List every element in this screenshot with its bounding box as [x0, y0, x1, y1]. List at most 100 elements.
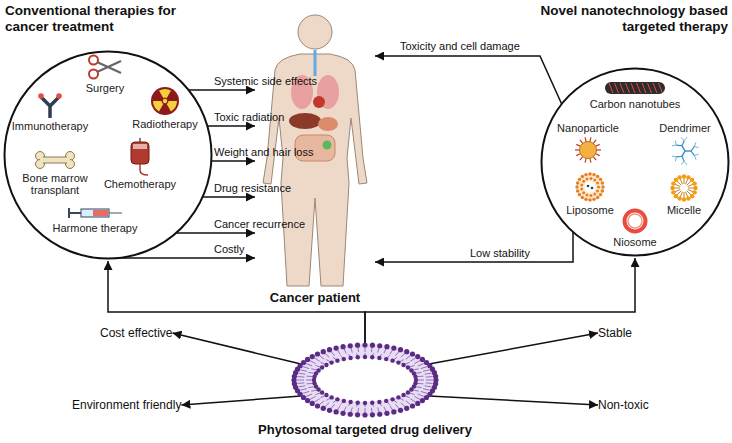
phytosome-head	[316, 368, 320, 372]
phytosome-tail	[310, 396, 316, 399]
phytosome-tail	[396, 351, 400, 355]
scissors-handle	[89, 70, 98, 79]
nanotube-lattice	[631, 83, 635, 93]
phytosome-head	[348, 356, 352, 360]
nanotube-lattice	[620, 83, 624, 93]
scissors-blade	[97, 62, 121, 73]
phytosome-head	[377, 356, 381, 360]
phytosome-head	[377, 400, 381, 404]
phytosome-head	[396, 360, 400, 364]
phytosome-tail	[416, 386, 422, 388]
phytosome-tail	[351, 348, 352, 353]
patient-head	[298, 15, 332, 49]
liposome-head	[584, 173, 587, 176]
liposome-head	[585, 193, 588, 196]
dendrimer-branch	[672, 145, 676, 147]
phytosome-head	[342, 399, 346, 403]
property-label: Cost effective	[100, 326, 172, 340]
connector-arrow	[176, 232, 255, 234]
phytosome-tail	[426, 382, 433, 384]
dendrimer-branch	[676, 156, 682, 158]
therapy-item: Chemotherapy	[104, 138, 176, 192]
liposome-body	[576, 173, 604, 201]
phytosome-tail	[426, 380, 433, 381]
phytosome-head	[320, 365, 324, 369]
patient-heart	[313, 96, 325, 108]
dendrimer-branch	[682, 151, 685, 156]
micelle-head	[682, 174, 686, 178]
dendrimer-branch	[682, 156, 684, 161]
phytosome-head	[377, 412, 382, 417]
phytosome-tail	[314, 358, 319, 361]
liposome-head	[575, 185, 578, 188]
phytosome-tail	[396, 404, 400, 408]
micelle-tail	[677, 191, 681, 195]
micelle-head	[686, 196, 690, 200]
phytosome-head	[391, 345, 396, 350]
phytosome-tail	[401, 403, 405, 407]
therapy-item: Niosome	[613, 208, 656, 250]
micelle-tail	[674, 188, 680, 189]
connector-arrow	[429, 333, 598, 364]
iv-tube	[140, 164, 148, 175]
ivbag-icon	[127, 138, 153, 176]
dendrimer-branch	[684, 137, 687, 140]
syringe-needle	[109, 213, 122, 214]
phytosome-head	[415, 401, 420, 406]
item-label: Liposome	[566, 204, 614, 216]
phytosome-tail	[303, 391, 309, 393]
micelle-head	[690, 178, 694, 182]
patient-label: Cancer patient	[245, 290, 385, 305]
phytosome-head	[384, 344, 389, 349]
micelle-head	[682, 197, 686, 201]
micelle-tail	[683, 178, 684, 184]
micelle-tail	[686, 192, 688, 198]
phytosome-head	[370, 401, 374, 405]
phytosome-head	[398, 408, 403, 413]
phytosome-head	[384, 357, 388, 361]
phytosome-head	[410, 403, 415, 408]
phytosome-tail	[401, 353, 405, 357]
micelle-tail	[677, 181, 681, 185]
phytosome-head	[433, 374, 438, 379]
niosome-shell	[625, 211, 646, 232]
phytosome-tail	[413, 390, 418, 391]
connector-arrow	[207, 125, 255, 127]
micelle-head	[693, 186, 697, 190]
phytosome-head	[356, 355, 360, 359]
micelle-tail	[688, 188, 694, 189]
phytosome-tail	[410, 393, 415, 395]
phytosome-tail	[306, 364, 312, 367]
phytosome-tail	[319, 401, 324, 405]
niosome-icon	[622, 208, 648, 234]
phytosome-tail	[406, 355, 411, 359]
liposome-head	[593, 192, 596, 195]
therapy-item: Harmone therapy	[53, 206, 138, 236]
liposome-core	[584, 182, 595, 193]
phytosome-tail	[414, 396, 420, 399]
phytosome-head	[355, 412, 360, 417]
micelle-head	[674, 194, 678, 198]
phytosome-tail	[331, 351, 335, 355]
nanotube-icon	[605, 80, 665, 96]
antibody-icon	[36, 92, 64, 118]
phytosome-illustration	[285, 340, 445, 420]
bone-shaft	[40, 157, 70, 163]
connector-arrow	[429, 396, 598, 405]
item-label: Chemotherapy	[104, 178, 176, 190]
connector-arrow	[211, 160, 255, 162]
phytosome-tail	[421, 391, 427, 393]
therapy-item: Carbon nanotubes	[590, 80, 681, 112]
dendrimer-branch	[685, 150, 691, 151]
micelle-tail	[680, 179, 682, 185]
phytosome-tail	[417, 376, 423, 377]
phytosome-tail	[418, 380, 424, 381]
phytosome-head	[315, 351, 320, 356]
micelle-head	[686, 175, 690, 179]
property-text: Stable	[598, 326, 632, 340]
therapy-item: Nanoparticle	[557, 120, 619, 164]
phytosome-tail	[308, 386, 314, 388]
phytosome-head	[348, 400, 352, 404]
therapy-item: Bone marrow transplant	[17, 150, 93, 198]
bone-edge	[43, 163, 67, 164]
